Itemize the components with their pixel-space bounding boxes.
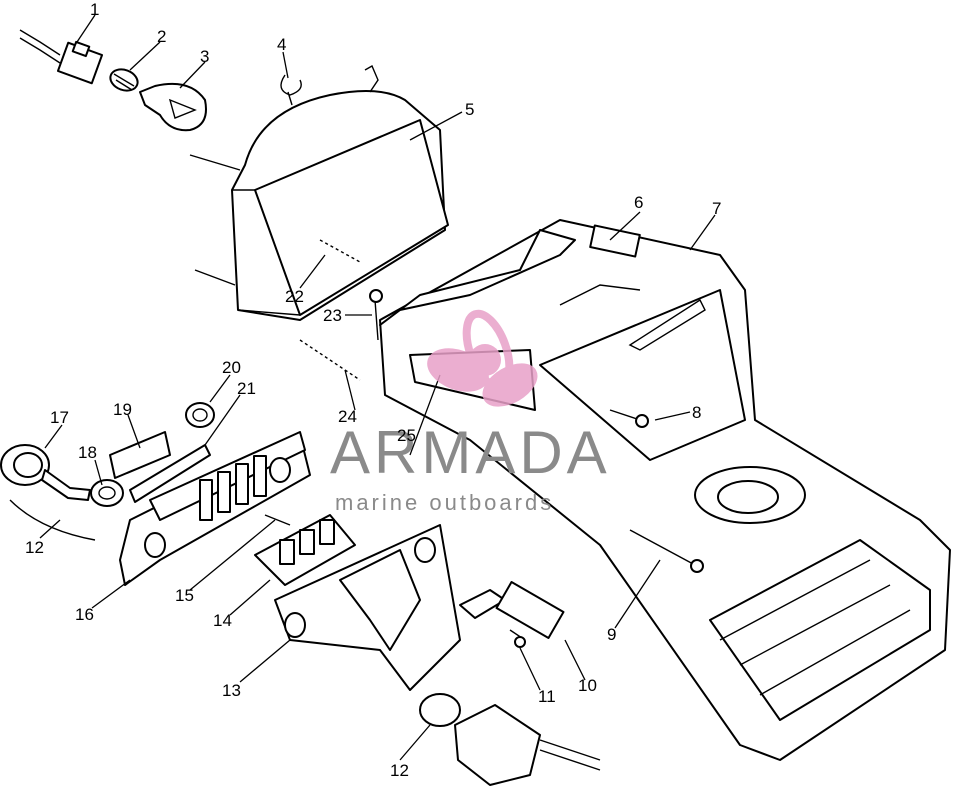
leader-lines [39,14,716,761]
callout-17: 17 [50,408,69,427]
callout-8: 8 [692,403,701,422]
bulb-socket-2 [109,68,139,92]
decals-19-21 [109,402,215,503]
callout-22: 22 [285,287,304,306]
callout-5: 5 [465,100,474,119]
watermark-title: ARMADA [330,419,611,486]
callout-21: 21 [237,379,256,398]
springs-22-24 [299,239,361,381]
switch-panel-16 [119,431,311,586]
callout-12-bottom: 12 [390,761,409,780]
bulb-3 [139,82,207,132]
callout-2: 2 [157,27,166,46]
callout-9: 9 [607,625,616,644]
watermark-subtitle: marine outboards [335,490,554,515]
callout-14: 14 [213,611,232,630]
ignition-17-18 [0,444,124,541]
switch-14-15 [254,514,356,586]
callout-6: 6 [634,193,643,212]
screws-8-9 [369,289,704,573]
headlight-5 [189,65,449,321]
callout-16: 16 [75,605,94,624]
callout-25: 25 [397,426,416,445]
callout-23: 23 [323,306,342,325]
callout-24: 24 [338,407,357,426]
callout-12-left: 12 [25,538,44,557]
callout-18: 18 [78,443,97,462]
callout-20: 20 [222,358,241,377]
callout-3: 3 [200,47,209,66]
callout-11: 11 [538,687,556,706]
callout-13: 13 [222,681,241,700]
connector-12-bottom [419,693,601,786]
switch-10-11 [459,581,565,648]
callout-10: 10 [578,676,597,695]
callout-15: 15 [175,586,194,605]
spring-clip-4 [280,74,302,106]
callout-4: 4 [277,35,286,54]
wire-connector-1 [19,29,104,85]
callout-7: 7 [712,199,721,218]
callout-19: 19 [113,400,132,419]
callout-1: 1 [90,0,99,19]
armada-logo-icon [427,309,538,407]
